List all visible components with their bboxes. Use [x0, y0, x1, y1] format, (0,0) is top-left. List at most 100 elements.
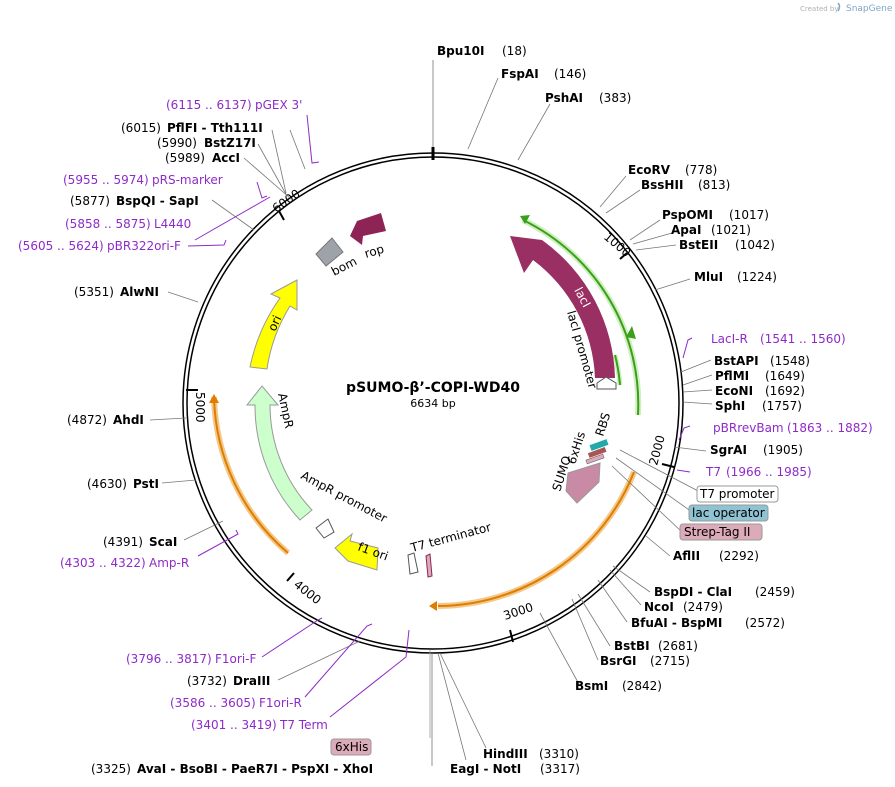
primer-range: (1863 .. 1882): [787, 421, 873, 435]
T7-promoter-box: [696, 485, 779, 503]
lac-operator-box: [688, 504, 769, 522]
site-name[interactable]: ApaI: [671, 223, 701, 237]
site-pos: (2292): [719, 549, 759, 563]
tick-mark-3000: [509, 629, 514, 643]
strep-tag-box: [679, 523, 763, 541]
cds-arc: [437, 471, 635, 607]
site-pos: (1757): [762, 399, 802, 413]
SUMO-feature-arrow: [565, 462, 601, 504]
left-orange-arc: [213, 396, 289, 554]
tick-label-5000: 5000: [193, 392, 207, 423]
primer-name[interactable]: T7 Term: [279, 718, 328, 732]
site-pos: (383): [599, 91, 631, 105]
primer-name[interactable]: pBRrevBam: [713, 421, 784, 435]
site-name[interactable]: BsrGI: [600, 654, 637, 668]
site-pos: (5877): [70, 194, 110, 208]
site-name[interactable]: SphI: [715, 399, 745, 413]
site-name[interactable]: AlwNI: [120, 285, 159, 299]
site-name[interactable]: EagI - NotI: [450, 762, 521, 776]
site-name[interactable]: NcoI: [644, 600, 674, 614]
site-name[interactable]: HindIII: [483, 747, 528, 761]
sixHis-small-marker: [425, 553, 433, 578]
site-name[interactable]: BfuAI - BspMI: [631, 616, 722, 630]
snapgene-logo-icon: [837, 2, 841, 12]
rop-feature-arrow: [350, 213, 386, 245]
site-pos: (18): [502, 44, 527, 58]
site-name[interactable]: BstEII: [679, 238, 718, 252]
sixHis-marker: [587, 447, 607, 458]
site-pos: (2459): [755, 585, 795, 599]
site-name[interactable]: PspOMI: [662, 208, 713, 222]
site-pos: (2842): [622, 679, 662, 693]
site-name[interactable]: BspDI - ClaI: [654, 585, 732, 599]
green-arc: [522, 219, 640, 416]
AmpR-promoter-arrow: [315, 518, 335, 539]
site-name[interactable]: Bpu10I: [437, 44, 484, 58]
site-pos: (5351): [74, 285, 114, 299]
primer-name[interactable]: pGEX 3': [255, 98, 302, 112]
primer-name[interactable]: pRS-marker: [152, 173, 223, 187]
site-pos: (5989): [165, 151, 205, 165]
tick-mark-2000: [661, 463, 675, 468]
sites-right: Bpu10I (18) FspAI (146) PshAI (383) EcoR…: [437, 44, 810, 776]
ori-feature-arrow: [249, 279, 298, 370]
site-name[interactable]: BstAPI: [714, 354, 759, 368]
site-name[interactable]: BssHII: [641, 178, 683, 192]
primer-name[interactable]: pBR322ori-F: [107, 239, 181, 253]
primer-name[interactable]: LacI-R: [711, 332, 748, 346]
leader-lines: [149, 60, 713, 766]
site-pos: (2715): [650, 654, 690, 668]
site-pos: (778): [685, 163, 717, 177]
ori-label: ori: [265, 313, 284, 333]
primer-name[interactable]: L4440: [154, 217, 191, 231]
site-name[interactable]: EcoNI: [715, 384, 753, 398]
site-name[interactable]: EcoRV: [628, 163, 671, 177]
site-name[interactable]: PshAI: [545, 91, 583, 105]
site-pos: (1548): [770, 354, 810, 368]
AmpR-feature-arrow: [245, 385, 313, 521]
primer-range: (5605 .. 5624): [18, 239, 104, 253]
sixHis-box-label[interactable]: 6xHis: [335, 740, 368, 754]
site-name[interactable]: MluI: [694, 270, 723, 284]
site-name[interactable]: BstZ17I: [204, 136, 256, 150]
sites-left: (6015) PflFI - Tth111I (5990) BstZ17I (5…: [67, 121, 373, 776]
site-name[interactable]: FspAI: [501, 67, 539, 81]
site-name[interactable]: SgrAI: [710, 443, 747, 457]
cds-arc-arrowhead-icon: [429, 601, 437, 611]
tick-label-3000: 3000: [502, 600, 535, 623]
site-pos: (4391): [103, 535, 143, 549]
plasmid-length: 6634 bp: [410, 397, 455, 410]
site-pos: (1649): [765, 369, 805, 383]
lac-operator-label[interactable]: lac operator: [692, 506, 765, 520]
site-name[interactable]: ScaI: [149, 535, 177, 549]
site-name[interactable]: BspQI - SapI: [116, 194, 199, 208]
site-name[interactable]: AflII: [673, 549, 700, 563]
site-pos: (1224): [737, 270, 777, 284]
snapgene-brand: SnapGene: [846, 4, 893, 14]
AmpR-promoter-label: AmpR promoter: [299, 468, 390, 525]
strep-tag-label[interactable]: Strep-Tag II: [684, 525, 750, 539]
primer-name[interactable]: F1ori-F: [215, 652, 256, 666]
f1-ori-feature-arrow: [334, 532, 379, 571]
site-name[interactable]: PflMI: [715, 369, 749, 383]
primer-name[interactable]: Amp-R: [149, 556, 189, 570]
site-pos: (3317): [540, 762, 580, 776]
site-pos: (1017): [729, 208, 769, 222]
site-name[interactable]: DraIII: [233, 674, 270, 688]
T7-promoter-label[interactable]: T7 promoter: [699, 487, 775, 501]
site-pos: (4872): [67, 413, 107, 427]
site-name[interactable]: PstI: [133, 477, 159, 491]
site-name[interactable]: BstBI: [614, 639, 650, 653]
primer-range: (5955 .. 5974): [63, 173, 149, 187]
primer-name[interactable]: F1ori-R: [259, 696, 302, 710]
AmpR-label: AmpR: [275, 392, 296, 430]
site-name[interactable]: PflFI - Tth111I: [167, 121, 263, 135]
site-name[interactable]: AccI: [212, 151, 240, 165]
site-name[interactable]: AvaI - BsoBI - PaeR7I - PspXI - XhoI: [137, 762, 373, 776]
tick-mark-1000: [619, 252, 628, 260]
primer-name[interactable]: T7: [705, 465, 721, 479]
bom-feature-box: [315, 237, 344, 267]
site-name[interactable]: AhdI: [113, 413, 144, 427]
site-name[interactable]: BsmI: [575, 679, 608, 693]
rop-label: rop: [363, 242, 386, 261]
